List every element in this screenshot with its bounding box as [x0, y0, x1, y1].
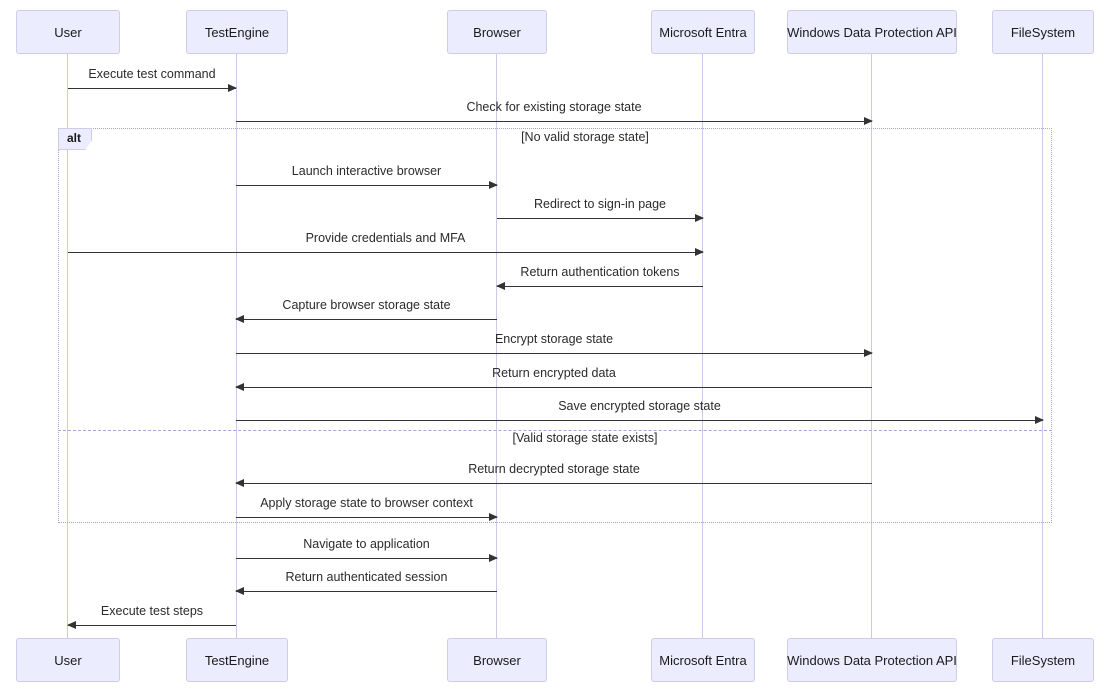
arrowhead-left	[235, 586, 244, 595]
arrowhead-left	[235, 382, 244, 391]
alt-frame-divider	[58, 430, 1052, 431]
alt-frame-label: alt	[58, 128, 93, 150]
lifeline-user	[67, 54, 68, 638]
actor-top-browser: Browser	[447, 10, 547, 54]
arrowhead-left	[235, 478, 244, 487]
message-apply-storage-state-to-browser-context: Apply storage state to browser context	[236, 495, 498, 521]
arrowhead-right	[489, 512, 498, 521]
arrowhead-right	[489, 553, 498, 562]
guard-no-valid-storage-state: [No valid storage state]	[521, 130, 649, 144]
arrowhead-left	[67, 620, 76, 629]
message-launch-interactive-browser: Launch interactive browser	[236, 163, 498, 189]
message-execute-test-steps: Execute test steps	[67, 603, 236, 629]
message-redirect-to-sign-in-page: Redirect to sign-in page	[497, 196, 704, 222]
actor-bottom-filesystem: FileSystem	[992, 638, 1094, 682]
actor-bottom-browser: Browser	[447, 638, 547, 682]
message-execute-test-command: Execute test command	[68, 66, 237, 92]
message-return-authenticated-session: Return authenticated session	[235, 569, 497, 595]
message-capture-browser-storage-state: Capture browser storage state	[235, 297, 497, 323]
lifeline-testengine	[236, 54, 237, 638]
message-save-encrypted-storage-state: Save encrypted storage state	[236, 398, 1044, 424]
arrowhead-right	[1035, 415, 1044, 424]
actor-top-filesystem: FileSystem	[992, 10, 1094, 54]
arrowhead-right	[864, 116, 873, 125]
message-navigate-to-application: Navigate to application	[236, 536, 498, 562]
alt-frame: alt	[58, 128, 1052, 523]
actor-top-user: User	[16, 10, 120, 54]
lifeline-browser	[496, 54, 497, 638]
actor-bottom-microsoft-entra: Microsoft Entra	[651, 638, 755, 682]
message-encrypt-storage-state: Encrypt storage state	[236, 331, 873, 357]
arrowhead-left	[496, 281, 505, 290]
actor-top-microsoft-entra: Microsoft Entra	[651, 10, 755, 54]
arrowhead-right	[489, 180, 498, 189]
guard-valid-storage-state-exists: [Valid storage state exists]	[512, 431, 658, 445]
message-return-authentication-tokens: Return authentication tokens	[496, 264, 703, 290]
actor-top-wdpa: Windows Data Protection API	[787, 10, 957, 54]
actor-bottom-wdpa: Windows Data Protection API	[787, 638, 957, 682]
lifeline-filesystem	[1042, 54, 1043, 638]
arrowhead-right	[695, 213, 704, 222]
actor-bottom-user: User	[16, 638, 120, 682]
lifeline-wdpa	[871, 54, 872, 638]
actor-bottom-testengine: TestEngine	[186, 638, 288, 682]
arrowhead-right	[228, 83, 237, 92]
message-provide-credentials-and-mfa: Provide credentials and MFA	[68, 230, 704, 256]
arrowhead-right	[695, 247, 704, 256]
message-return-encrypted-data: Return encrypted data	[235, 365, 872, 391]
lifeline-microsoft-entra	[702, 54, 703, 638]
message-return-decrypted-storage-state: Return decrypted storage state	[235, 461, 872, 487]
arrowhead-right	[864, 348, 873, 357]
actor-top-testengine: TestEngine	[186, 10, 288, 54]
message-check-existing-storage-state: Check for existing storage state	[236, 99, 873, 125]
arrowhead-left	[235, 314, 244, 323]
